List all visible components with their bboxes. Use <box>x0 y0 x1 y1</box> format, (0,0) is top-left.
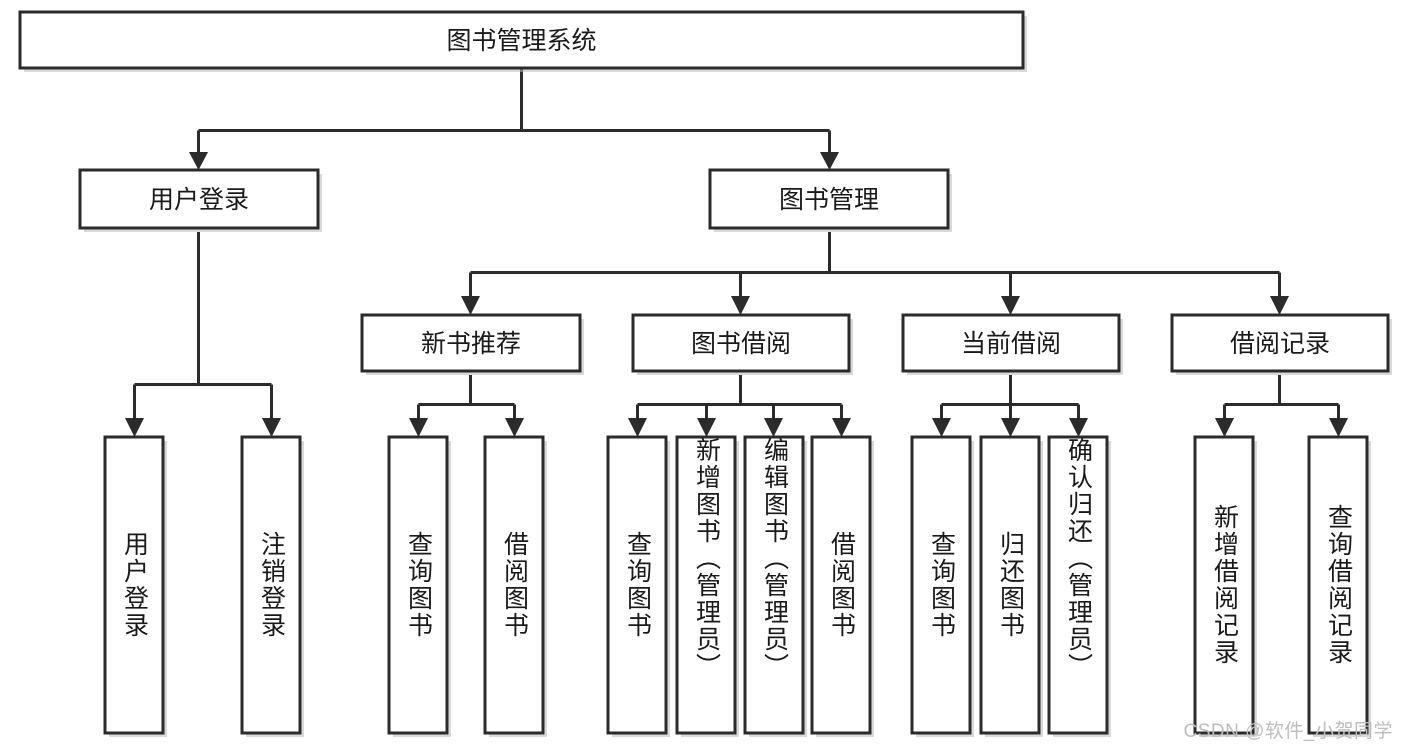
leaf-query-record-box <box>1307 435 1369 735</box>
node-borrow-record[interactable]: 借阅记录 <box>1170 313 1392 375</box>
arrow-head-borrow-record <box>1270 296 1289 315</box>
node-book-borrow[interactable]: 图书借阅 <box>631 313 853 375</box>
leaf-add-record-box <box>1193 435 1255 735</box>
arrow-head-leaf-add-book <box>697 418 716 437</box>
node-leaf-query-record[interactable] <box>1307 435 1371 737</box>
node-leaf-confirm-return[interactable] <box>1047 435 1111 737</box>
book-management-box <box>708 168 950 230</box>
arrow-head-leaf-query-book-3 <box>932 418 951 437</box>
borrow-record-box <box>1170 313 1390 373</box>
leaf-return-book-box <box>979 435 1041 735</box>
new-book-recommend-box <box>360 313 582 373</box>
new-book-recommend-label: 新书推荐 <box>421 330 521 358</box>
connector-layer <box>125 68 1348 437</box>
node-leaf-add-record[interactable] <box>1193 435 1257 737</box>
book-borrow-label: 图书借阅 <box>691 330 791 358</box>
node-leaf-logout[interactable] <box>240 435 304 737</box>
book-management-label: 图书管理 <box>779 186 879 214</box>
leaf-user-login-box <box>103 435 165 735</box>
leaf-logout-box <box>240 435 302 735</box>
arrow-head-leaf-confirm-return <box>1069 418 1088 437</box>
arrow-head-leaf-borrow-book-1 <box>505 418 524 437</box>
arrow-head-leaf-return-book <box>1001 418 1020 437</box>
csdn-watermark: CSDN @软件_小贺同学 <box>1183 721 1393 742</box>
root-box <box>18 10 1025 70</box>
node-root[interactable]: 图书管理系统 <box>18 10 1027 72</box>
arrow-head-leaf-query-book-2 <box>628 418 647 437</box>
leaf-borrow-book-2-box <box>810 435 872 735</box>
arrow-head-leaf-user-login <box>125 418 144 437</box>
node-leaf-query-book-1[interactable] <box>387 435 451 737</box>
node-leaf-edit-book[interactable] <box>743 435 807 737</box>
arrow-head-leaf-edit-book <box>764 418 783 437</box>
current-borrow-box <box>901 313 1121 373</box>
arrow-head-book-borrow <box>731 296 750 315</box>
node-leaf-query-book-2[interactable] <box>606 435 670 737</box>
node-new-book-recommend[interactable]: 新书推荐 <box>360 313 584 375</box>
arrow-head-book-management <box>820 152 839 170</box>
leaf-query-book-2-box <box>606 435 668 735</box>
root-label: 图书管理系统 <box>446 27 596 55</box>
leaf-query-book-1-box <box>387 435 449 735</box>
leaf-edit-book-box <box>743 435 805 735</box>
current-borrow-label: 当前借阅 <box>961 330 1061 358</box>
arrow-head-user-login <box>189 152 208 170</box>
arrow-head-leaf-query-book-1 <box>409 418 428 437</box>
arrow-head-leaf-query-record <box>1329 418 1348 437</box>
node-leaf-return-book[interactable] <box>979 435 1043 737</box>
arrow-head-leaf-logout <box>262 418 281 437</box>
borrow-record-label: 借阅记录 <box>1230 330 1330 358</box>
node-current-borrow[interactable]: 当前借阅 <box>901 313 1123 375</box>
arrow-head-current-borrow <box>1001 296 1020 315</box>
node-user-login[interactable]: 用户登录 <box>78 168 322 232</box>
node-leaf-user-login[interactable] <box>103 435 167 737</box>
node-leaf-query-book-3[interactable] <box>910 435 974 737</box>
node-leaf-borrow-book-1[interactable] <box>483 435 547 737</box>
node-leaf-borrow-book-2[interactable] <box>810 435 874 737</box>
leaf-query-book-3-box <box>910 435 972 735</box>
arrow-head-new-book-recommend <box>461 296 480 315</box>
user-login-box <box>78 168 320 230</box>
book-borrow-box <box>631 313 851 373</box>
arrow-head-leaf-add-record <box>1215 418 1234 437</box>
leaf-confirm-return-box <box>1047 435 1109 735</box>
leaf-borrow-book-1-box <box>483 435 545 735</box>
node-leaf-add-book[interactable] <box>675 435 739 737</box>
node-book-management[interactable]: 图书管理 <box>708 168 952 232</box>
leaf-add-book-box <box>675 435 737 735</box>
arrow-head-leaf-borrow-book-2 <box>832 418 851 437</box>
user-login-label: 用户登录 <box>149 186 249 214</box>
